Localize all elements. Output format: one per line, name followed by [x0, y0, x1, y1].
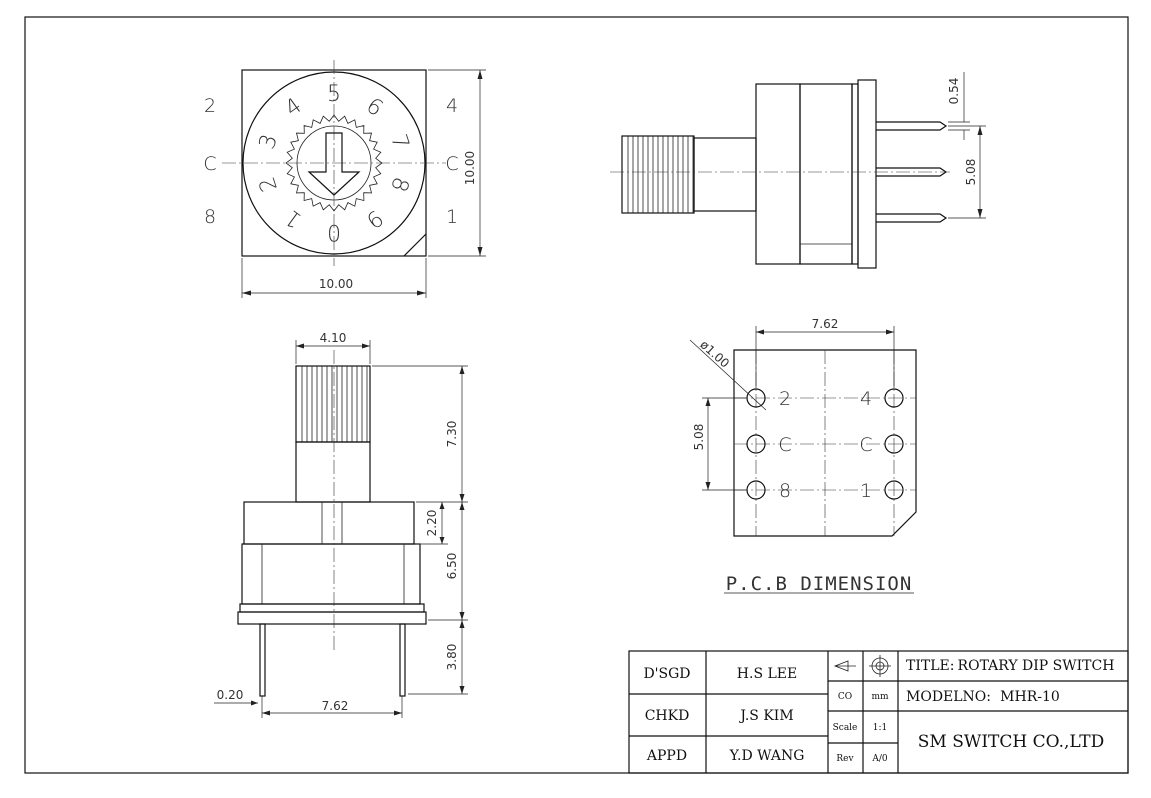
pcb-label-right: 1 [860, 480, 872, 502]
top-pin-label-right: 1 [446, 206, 458, 228]
pcb-hole [746, 434, 766, 454]
pcb-label-right: 4 [860, 388, 872, 410]
title-block: D'SGD CHKD APPD H.S LEE J.S KIM Y.D WANG… [628, 650, 1129, 774]
pcb-hole [884, 388, 904, 408]
knurl-lines [627, 136, 694, 213]
front-shaft [295, 441, 371, 503]
dial-digit: 7 [385, 131, 413, 152]
top-pin-label-right: C [445, 153, 458, 175]
pcb-label-left: C [778, 434, 791, 456]
top-height-dim: 10.00 [463, 151, 477, 185]
pcb-title: P.C.B DIMENSION [726, 573, 913, 595]
dial-digit: 9 [361, 204, 387, 232]
hole-leader [689, 339, 767, 411]
tb-unit: mm [871, 692, 889, 702]
pcb-hole [884, 480, 904, 500]
pcb-width-dim: 7.62 [812, 317, 839, 331]
pcb-hole-dim: ø1.00 [697, 337, 732, 370]
pcb-hole [884, 434, 904, 454]
dial-arrow [307, 132, 361, 196]
side-pitch-dim: 5.08 [964, 159, 978, 186]
front-pin [399, 623, 406, 697]
side-pin [876, 121, 948, 131]
top-pin-label-left: C [203, 153, 216, 175]
front-collar [243, 501, 415, 545]
dial-digit: 6 [361, 93, 387, 121]
dial-digit: 5 [327, 82, 341, 107]
side-shaft [693, 137, 757, 212]
front-view: 4.10 7.30 2.20 6.50 3.80 7.62 0.20 [214, 331, 468, 718]
dial-digit: 1 [281, 204, 307, 232]
front-pin-pitch-dim: 7.62 [322, 699, 349, 713]
tb-name: Y.D WANG [729, 748, 805, 764]
tb-rev-label: Rev [836, 754, 854, 764]
dial-digit: 3 [255, 131, 283, 152]
knurl-lines [301, 366, 368, 442]
dial-digit: 0 [327, 219, 341, 244]
side-view: 5.08 0.54 [610, 72, 986, 269]
tb-role: D'SGD [643, 666, 690, 682]
dial-digit: 8 [385, 174, 413, 195]
sheet-border [24, 16, 1129, 774]
side-flange [851, 83, 859, 265]
front-body-height-dim: 6.50 [445, 553, 459, 580]
top-view-chamfer [403, 233, 427, 257]
tb-role: APPD [646, 748, 687, 764]
pcb-label-right: C [859, 434, 872, 456]
pcb-view: 2 C 8 4 C 1 7.62 ø1.00 5.08 P.C.B DIMENS… [689, 317, 917, 595]
projection-cone-icon [833, 660, 856, 672]
top-pin-label-right: 4 [446, 95, 458, 117]
pcb-outline [733, 349, 917, 537]
side-base [857, 79, 877, 269]
tb-title: ROTARY DIP SWITCH [958, 658, 1115, 674]
dial-digit: 4 [281, 93, 307, 121]
pcb-hole [746, 388, 766, 408]
front-body [241, 543, 421, 605]
front-base [237, 611, 427, 625]
tb-role: CHKD [645, 708, 690, 724]
tb-name: H.S LEE [737, 666, 797, 682]
side-body-case [799, 83, 853, 265]
tb-model: MHR-10 [1000, 689, 1060, 705]
top-pin-label-left: 8 [204, 206, 216, 228]
pcb-hole [746, 480, 766, 500]
side-body [755, 83, 801, 265]
front-pin-length-dim: 3.80 [445, 644, 459, 671]
tb-model-label: MODELNO: [906, 689, 991, 705]
side-pin [876, 213, 948, 223]
side-pin-dim: 0.54 [947, 78, 961, 105]
title-block-frame [628, 650, 1129, 774]
dial-digit: 2 [255, 174, 283, 195]
front-shaft-width-dim: 4.10 [320, 331, 347, 345]
front-shaft-height-dim: 7.30 [445, 421, 459, 448]
dim-arrows [296, 343, 370, 349]
front-collar-height-dim: 2.20 [425, 510, 439, 537]
tb-scale-label: Scale [833, 723, 858, 733]
tb-co-label: CO [838, 692, 852, 702]
front-flange [239, 603, 425, 613]
tb-company: SM SWITCH CO.,LTD [918, 732, 1105, 752]
tb-rev: A/0 [871, 754, 888, 764]
top-pin-label-left: 2 [204, 95, 216, 117]
dim-arrows [251, 700, 258, 706]
tb-scale: 1:1 [873, 723, 887, 733]
front-pin [259, 623, 266, 697]
tb-name: J.S KIM [738, 708, 793, 724]
front-pin-thickness-dim: 0.20 [217, 688, 244, 702]
dial-gear [285, 114, 383, 212]
top-width-dim: 10.00 [319, 277, 353, 291]
tb-title-label: TITLE: [906, 658, 954, 674]
pcb-pitch-dim: 5.08 [692, 424, 706, 451]
pcb-label-left: 8 [779, 480, 791, 502]
pcb-label-left: 2 [779, 388, 791, 410]
projection-circle-icon [869, 655, 891, 677]
